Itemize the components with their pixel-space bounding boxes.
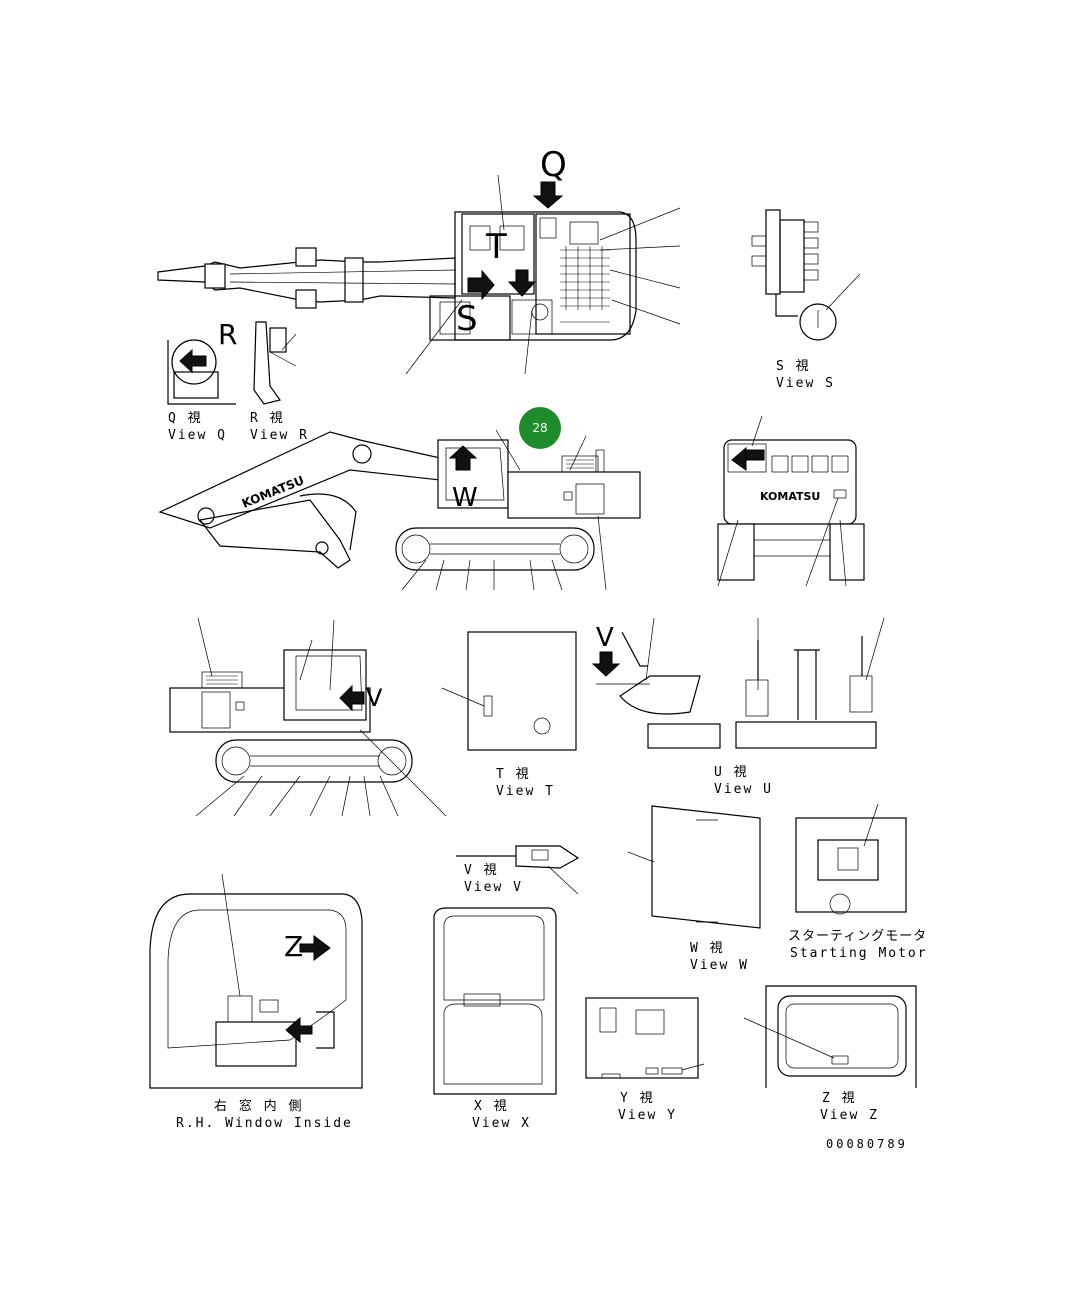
- view-t-caption-jp: T 視: [496, 767, 531, 782]
- view-letter-v: V: [366, 684, 383, 712]
- rh-window-caption-en: R.H. Window Inside: [176, 1116, 353, 1131]
- view-q-caption-jp: Q 視: [168, 411, 203, 426]
- view-letter-u: V: [596, 623, 614, 653]
- view-x-caption-en: View X: [472, 1116, 531, 1131]
- side-view-left: KOMATSU W 28: [158, 407, 641, 591]
- rh-window-inside-detail: Z 右 窓 内 側 R.H. Window Inside: [149, 873, 363, 1131]
- view-q-caption-en: View Q: [168, 428, 227, 443]
- view-v-caption-en: View V: [464, 880, 523, 895]
- callout-badge-number: 28: [532, 421, 547, 435]
- view-u-caption-en: View U: [714, 782, 773, 797]
- view-w-caption-jp: W 視: [690, 941, 725, 956]
- top-plan-view: Q T S: [157, 145, 681, 375]
- starting-motor-caption-en: Starting Motor: [790, 946, 928, 961]
- view-z-detail: Z 視 View Z: [743, 985, 917, 1123]
- view-s-caption-jp: S 視: [776, 359, 811, 374]
- view-t-caption-en: View T: [496, 784, 555, 799]
- view-x-caption-jp: X 視: [474, 1099, 509, 1114]
- view-letter-z: Z: [284, 930, 303, 963]
- view-q-detail: Q 視 View Q: [167, 339, 236, 443]
- view-letter-w: W: [452, 483, 478, 513]
- view-letter-s: S: [456, 299, 478, 339]
- view-u-detail: V U 視 View U: [591, 617, 885, 797]
- view-v-caption-jp: V 視: [464, 863, 499, 878]
- drawing-number: 00080789: [826, 1137, 908, 1151]
- view-r-caption-jp: R 視: [250, 411, 285, 426]
- view-w-caption-en: View W: [690, 958, 749, 973]
- view-z-caption-en: View Z: [820, 1108, 879, 1123]
- view-letter-r: R: [218, 318, 237, 351]
- view-x-detail: X 視 View X: [433, 907, 557, 1131]
- starting-motor-detail: スターティングモータ Starting Motor: [788, 803, 928, 961]
- view-y-detail: Y 視 View Y: [585, 997, 705, 1123]
- side-view-right: V: [169, 617, 447, 817]
- view-u-caption-jp: U 視: [714, 765, 749, 780]
- rh-window-caption-jp: 右 窓 内 側: [214, 1098, 303, 1114]
- view-y-caption-jp: Y 視: [620, 1091, 655, 1106]
- view-w-detail: W 視 View W: [627, 805, 761, 973]
- view-s-caption-en: View S: [776, 376, 835, 391]
- rear-view: KOMATSU: [717, 415, 865, 587]
- brand-rear: KOMATSU: [760, 490, 820, 503]
- view-s-detail: S 視 View S: [751, 209, 861, 391]
- view-r-caption-en: View R: [250, 428, 309, 443]
- callout-badge-28[interactable]: 28: [519, 407, 561, 449]
- view-letter-q: Q: [540, 145, 567, 185]
- view-r-detail: R R 視 View R: [218, 318, 309, 443]
- starting-motor-caption-jp: スターティングモータ: [788, 929, 927, 944]
- view-y-caption-en: View Y: [618, 1108, 677, 1123]
- view-v-detail: V 視 View V: [456, 845, 580, 895]
- view-t-detail: T 視 View T: [441, 631, 577, 799]
- view-z-caption-jp: Z 視: [822, 1091, 857, 1106]
- view-letter-t: T: [485, 227, 507, 267]
